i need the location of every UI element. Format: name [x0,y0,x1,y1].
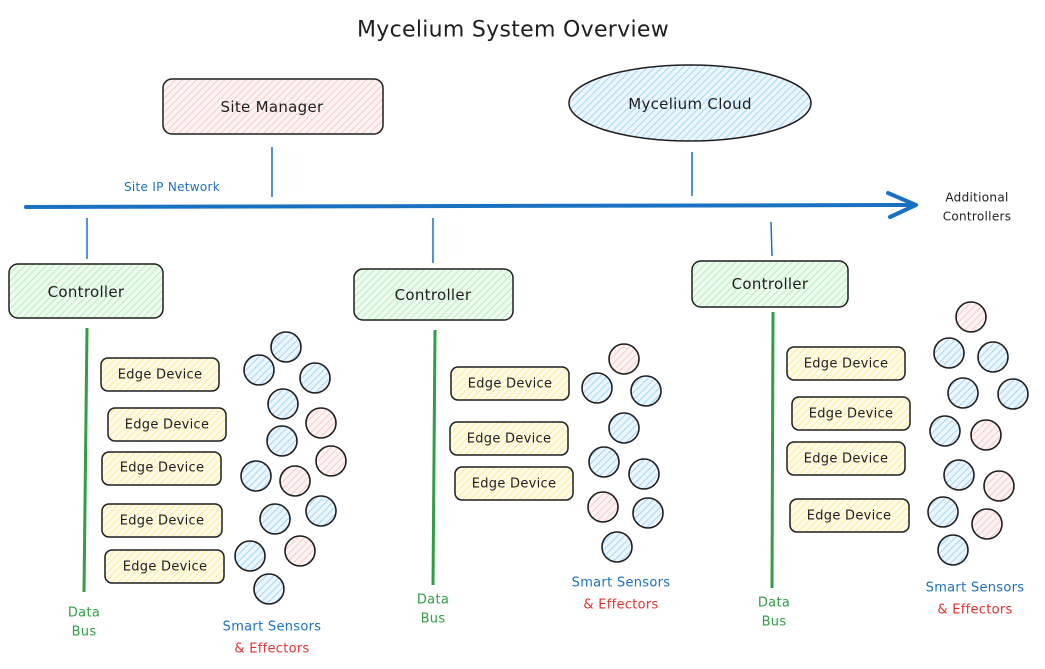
additional-controllers-label-line1: Additional [945,190,1009,205]
effector-node[interactable] [587,491,619,523]
edge-device-box[interactable] [786,346,906,381]
edge-device-label: Edge Device [467,376,553,392]
smart-sensor-node[interactable] [259,503,291,535]
site-ip-network-line [24,203,914,209]
edge-device-box[interactable] [101,503,223,538]
edge-device-box[interactable] [104,549,225,584]
data-bus-label-line2: Bus [420,611,446,627]
smart-sensor-node[interactable] [240,460,272,492]
effector-node[interactable] [279,465,311,497]
controller-label-2: Controller [394,286,472,304]
edge-device-label: Edge Device [803,356,889,372]
additional-controllers-label-line2: Controllers [942,209,1012,224]
edge-device-box[interactable] [449,421,569,456]
smart-sensor-node[interactable] [234,540,266,572]
smart-sensor-node[interactable] [267,388,299,420]
smart-sensor-node[interactable] [630,375,662,407]
smart-sensor-node[interactable] [947,377,979,409]
smart-sensor-node[interactable] [943,459,975,491]
smart-sensor-node[interactable] [253,573,285,605]
edge-device-box[interactable] [791,396,911,431]
smart-sensor-node[interactable] [266,425,298,457]
smart-sensor-node[interactable] [581,372,613,404]
smart-sensor-node[interactable] [243,354,275,386]
edge-device-label: Edge Device [466,431,552,447]
edge-device-label: Edge Device [119,460,205,476]
edge-device-box[interactable] [107,407,227,442]
data-bus-label-line2: Bus [71,624,97,640]
data-bus-label-line1: Data [757,595,791,611]
edge-device-box[interactable] [101,451,222,486]
edge-device-label: Edge Device [119,513,205,529]
effector-node[interactable] [955,301,987,333]
smart-sensor-node[interactable] [933,337,965,369]
site-manager-label: Site Manager [220,98,324,116]
effector-node[interactable] [305,407,337,439]
smart-sensor-node[interactable] [628,458,660,490]
network-arrowhead-icon [886,191,918,219]
smart-sensor-node[interactable] [299,362,331,394]
effector-node[interactable] [983,470,1015,502]
data-bus-1 [82,327,89,593]
data-bus-2 [431,329,437,586]
smart-sensors-label: Smart Sensors [222,619,322,635]
smart-sensor-node[interactable] [270,331,302,363]
edge-device-box[interactable] [450,366,570,401]
edge-device-label: Edge Device [117,367,203,383]
data-bus-label-line1: Data [416,592,450,608]
effector-node[interactable] [971,508,1003,540]
edge-device-box[interactable] [100,357,220,392]
edge-device-label: Edge Device [122,559,208,575]
edge-device-label: Edge Device [808,406,894,422]
effector-node[interactable] [608,343,640,375]
mycelium-cloud-label: Mycelium Cloud [628,95,752,113]
effector-node[interactable] [284,535,316,567]
edge-device-box[interactable] [786,441,906,476]
smart-sensor-node[interactable] [305,495,337,527]
smart-sensor-node[interactable] [929,415,961,447]
site-ip-network-label: Site IP Network [123,180,221,194]
controller-box-1[interactable] [8,263,164,319]
smart-sensor-node[interactable] [632,497,664,529]
controller-label-1: Controller [47,283,125,301]
controller-label-3: Controller [731,275,809,293]
site-manager-box[interactable] [162,78,384,135]
edge-device-label: Edge Device [124,417,210,433]
data-bus-label-line2: Bus [761,614,787,630]
effectors-label: & Effectors [937,602,1013,618]
effectors-label: & Effectors [583,597,659,613]
smart-sensor-node[interactable] [977,341,1009,373]
controller-connector-3 [770,221,773,257]
mycelium-cloud-ellipse[interactable] [568,64,812,142]
smart-sensors-label: Smart Sensors [571,575,671,591]
effector-node[interactable] [970,419,1002,451]
edge-device-label: Edge Device [806,508,892,524]
data-bus-3 [770,311,775,589]
data-bus-label-line1: Data [67,605,101,621]
edge-device-box[interactable] [454,466,574,501]
diagram-title: Mycelium System Overview [356,17,670,43]
smart-sensor-node[interactable] [601,531,633,563]
smart-sensor-node[interactable] [997,378,1029,410]
edge-device-label: Edge Device [471,476,557,492]
smart-sensor-node[interactable] [588,446,620,478]
edge-device-label: Edge Device [803,451,889,467]
smart-sensor-node[interactable] [937,534,969,566]
effectors-label: & Effectors [234,641,310,657]
effector-node[interactable] [315,445,347,477]
smart-sensors-label: Smart Sensors [925,580,1025,596]
controller-box-2[interactable] [353,268,514,321]
smart-sensor-node[interactable] [927,496,959,528]
controller-box-3[interactable] [691,260,849,308]
edge-device-box[interactable] [789,498,910,533]
smart-sensor-node[interactable] [608,412,640,444]
